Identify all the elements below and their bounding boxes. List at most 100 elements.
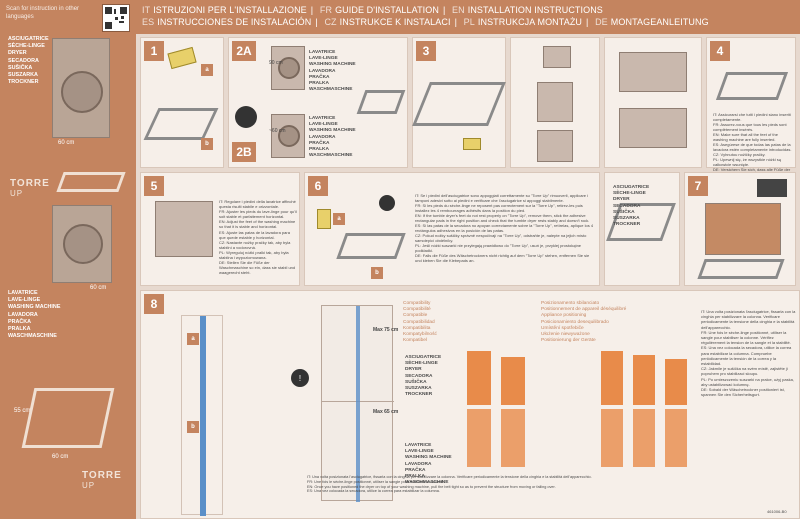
- torre-label: TORRE: [82, 470, 122, 481]
- scan-instruction: Scan for instruction in other languages: [6, 5, 100, 31]
- compatibility-diagrams: [467, 351, 587, 471]
- list-item: SECADORA: [8, 57, 39, 64]
- step-6-text: IT: Se i piedini dell'asciugatrice sono …: [415, 193, 594, 263]
- torre-up-frame-large: [21, 388, 115, 448]
- adhesive-pads: [167, 46, 197, 70]
- strap: [356, 306, 360, 502]
- step-number: 1: [144, 41, 164, 61]
- tower-illustration: [321, 305, 394, 502]
- washer-illustration: [619, 52, 687, 92]
- step-number: 4: [710, 41, 730, 61]
- list-item: WASHING MACHINE: [8, 304, 61, 311]
- positioning-diagrams: [601, 351, 691, 471]
- list-item: DRYER: [8, 50, 27, 57]
- dryer-illustration: [705, 203, 781, 255]
- dryer-door: [61, 71, 103, 113]
- frame-illustration: [697, 259, 785, 279]
- step-number: 7: [688, 176, 708, 196]
- scan-text: Scan for instruction in other languages: [6, 6, 80, 20]
- list-item: SÈCHE-LINGE: [8, 43, 45, 50]
- label-b: b: [371, 267, 383, 279]
- adhesive-pad: [463, 138, 481, 150]
- qr-code[interactable]: [102, 4, 130, 32]
- list-item: LAVATRICE: [8, 290, 38, 296]
- step-8-text: IT: Una volta posizionata l'asciugatrice…: [701, 309, 796, 398]
- washer-illustration: [155, 201, 213, 257]
- dimension-label: ~60 cm: [269, 128, 286, 134]
- step-5-panel: 5 IT: Regolare i piedini della lavatrice…: [140, 172, 300, 286]
- washer-illustration: [619, 108, 687, 148]
- list-item: ASCIUGATRICE: [8, 36, 49, 42]
- washer-mid: [537, 82, 573, 122]
- frame-illustration: [412, 82, 506, 126]
- torre-up-title-bottom: TORRE UP: [82, 470, 122, 490]
- person-icon: [379, 195, 395, 211]
- up-label: UP: [10, 189, 24, 198]
- frame-illustration: [715, 72, 789, 100]
- washer-language-list: LAVATRICE LAVE-LINGE WASHING MACHINE LAV…: [8, 290, 60, 340]
- washer-small: [271, 114, 305, 158]
- strap-illustration: [181, 315, 223, 516]
- dimension-label: 90 cm: [269, 60, 283, 66]
- frame-illustration: [143, 108, 219, 140]
- label-a: a: [187, 333, 199, 345]
- warning-icon: !: [291, 369, 309, 387]
- step-3-scene-panel: [604, 37, 702, 168]
- dryer-illustration: [52, 38, 110, 138]
- step-number: 2B: [232, 142, 256, 162]
- frame-illustration: [336, 233, 406, 259]
- max-height-label: Max 75 cm: [373, 327, 399, 333]
- label-b: b: [201, 138, 213, 150]
- step-7-panel: 7: [684, 172, 796, 286]
- torre-up-frame: [56, 172, 126, 192]
- list-item: WASCHMASCHINE: [8, 333, 57, 340]
- bottom-text: IT: Una volta posizionata l'asciugatrice…: [307, 475, 592, 494]
- washer-bottom: [537, 130, 573, 162]
- torre-up-title: TORRE UP: [10, 178, 50, 198]
- sidebar: Scan for instruction in other languages …: [0, 0, 136, 519]
- step-number: 8: [144, 294, 164, 314]
- two-person-icon: [757, 179, 787, 197]
- step-3-panel: 3: [412, 37, 506, 168]
- max-height-label: Max 65 cm: [373, 409, 399, 415]
- dimension-label: 60 cm: [58, 140, 75, 146]
- step-number: 3: [416, 41, 436, 61]
- list-item: LAVADORA: [8, 311, 38, 318]
- dimension-label: 55 cm: [14, 408, 31, 414]
- step-4-panel: 4 IT: Assicurarsi che tutti i piedini si…: [706, 37, 796, 177]
- washer-small: [271, 46, 305, 90]
- dryer-language-list: ASCIUGATRICE SÈCHE-LINGE DRYER SECADORA …: [8, 36, 49, 86]
- list-item: LAVE-LINGE: [8, 297, 41, 304]
- document-code: 461006-B0: [767, 509, 787, 514]
- adhesive-pad: [317, 209, 331, 229]
- list-item: PRALKA: [8, 326, 31, 333]
- dimension-label: 60 cm: [52, 454, 69, 460]
- up-label: UP: [82, 481, 96, 490]
- step-number: 2A: [232, 41, 256, 61]
- torre-label: TORRE: [10, 178, 50, 189]
- washer-top: [543, 46, 571, 68]
- dimension-label: 60 cm: [90, 285, 107, 291]
- label-b: b: [187, 421, 199, 433]
- step-6-panel: 6 a b IT: Se i piedini dell'asciugatrice…: [304, 172, 600, 286]
- list-item: PRAČKA: [8, 318, 32, 325]
- list-item: SUŠIČKA: [8, 64, 33, 71]
- washer-door: [63, 224, 103, 264]
- label-a: a: [201, 64, 213, 76]
- step-1-panel: 1 a b: [140, 37, 224, 168]
- step-4-text: IT: Assicurarsi che tutti i piedini sian…: [713, 112, 792, 177]
- step-3-detail-panel: [510, 37, 600, 168]
- step-5-text: IT: Regolare i piedini della lavatrice a…: [219, 199, 297, 276]
